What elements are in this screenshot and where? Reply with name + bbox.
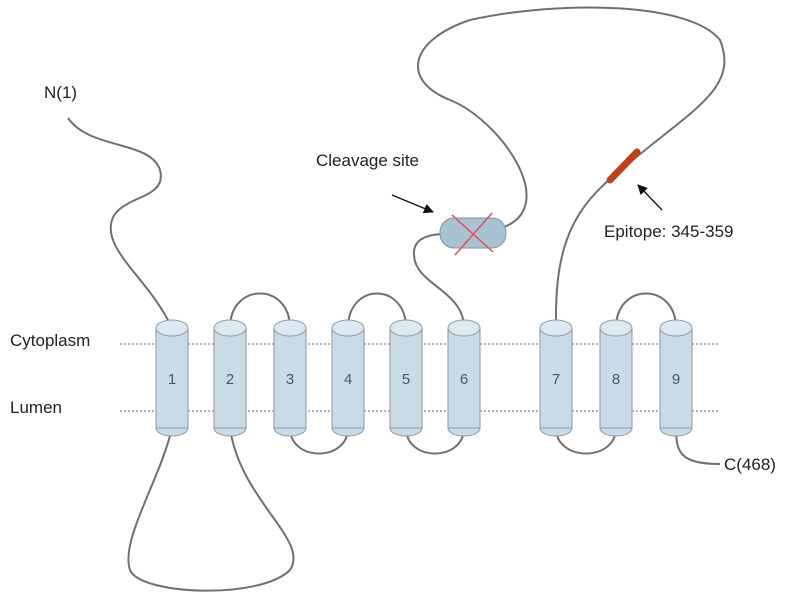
helix-1-body (155, 327, 189, 429)
lumenal-loop-3-4 (289, 427, 349, 455)
c-terminus-label: C(468) (724, 455, 776, 474)
helix-5-top-cap (389, 319, 423, 337)
helix-2-body (213, 327, 247, 429)
cytoplasmic-loop-2-3 (229, 292, 291, 329)
polypeptide-chain (67, 6, 726, 592)
helix-3-number: 3 (286, 371, 294, 388)
large-cytoplasmic-loop (417, 6, 726, 329)
helix-3: 3 (273, 319, 307, 437)
lumenal-loop-7-8 (555, 427, 617, 455)
helix-6: 6 (447, 319, 481, 437)
epitope-label: Epitope: 345-359 (604, 222, 734, 241)
helix-7-number: 7 (552, 371, 560, 388)
helix-1-top-cap (155, 319, 189, 337)
lumenal-loop-5-6 (405, 427, 465, 455)
lumen-label: Lumen (10, 398, 62, 417)
helix-7: 7 (539, 319, 573, 437)
helix-2-number: 2 (226, 371, 234, 388)
helix-8: 8 (599, 319, 633, 437)
cytoplasm-label: Cytoplasm (10, 331, 90, 350)
helix-8-top-cap (599, 319, 633, 337)
lumenal-loop-1-2 (127, 427, 295, 592)
helix-4-top-cap (331, 319, 365, 337)
helix-5-number: 5 (402, 371, 410, 388)
helix-4-number: 4 (344, 371, 352, 388)
helix-4-body (331, 327, 365, 429)
helix-2: 2 (213, 319, 247, 437)
helix-7-top-cap (539, 319, 573, 337)
helix-6-number: 6 (460, 371, 468, 388)
cytoplasmic-segment-to-cleavage (412, 233, 465, 329)
cleavage-arrow (391, 194, 434, 214)
cytoplasmic-loop-8-9 (615, 292, 677, 329)
epitope-arrow (637, 184, 663, 211)
helix-1: 1 (155, 319, 189, 437)
n-terminal-tail (67, 117, 173, 329)
helix-5: 5 (389, 319, 423, 437)
cleavage-site-label: Cleavage site (316, 151, 419, 170)
cleavage-cross-line-b (454, 212, 493, 256)
helix-6-body (447, 327, 481, 429)
transmembrane-helices: 1 2 3 4 5 6 7 8 9 (155, 319, 693, 437)
helix-6-top-cap (447, 319, 481, 337)
helix-8-body (599, 327, 633, 429)
cleavage-site-marker (439, 212, 507, 256)
helix-9: 9 (659, 319, 693, 437)
helix-3-top-cap (273, 319, 307, 337)
helix-9-number: 9 (672, 371, 680, 388)
epitope-segment (606, 148, 641, 184)
n-terminus-label: N(1) (44, 83, 77, 102)
cleavage-cross-line-a (451, 214, 494, 253)
helix-1-number: 1 (168, 371, 176, 388)
helix-4: 4 (331, 319, 365, 437)
helix-9-top-cap (659, 319, 693, 337)
helix-8-number: 8 (612, 371, 620, 388)
cytoplasmic-loop-4-5 (347, 292, 407, 329)
helix-2-top-cap (213, 319, 247, 337)
